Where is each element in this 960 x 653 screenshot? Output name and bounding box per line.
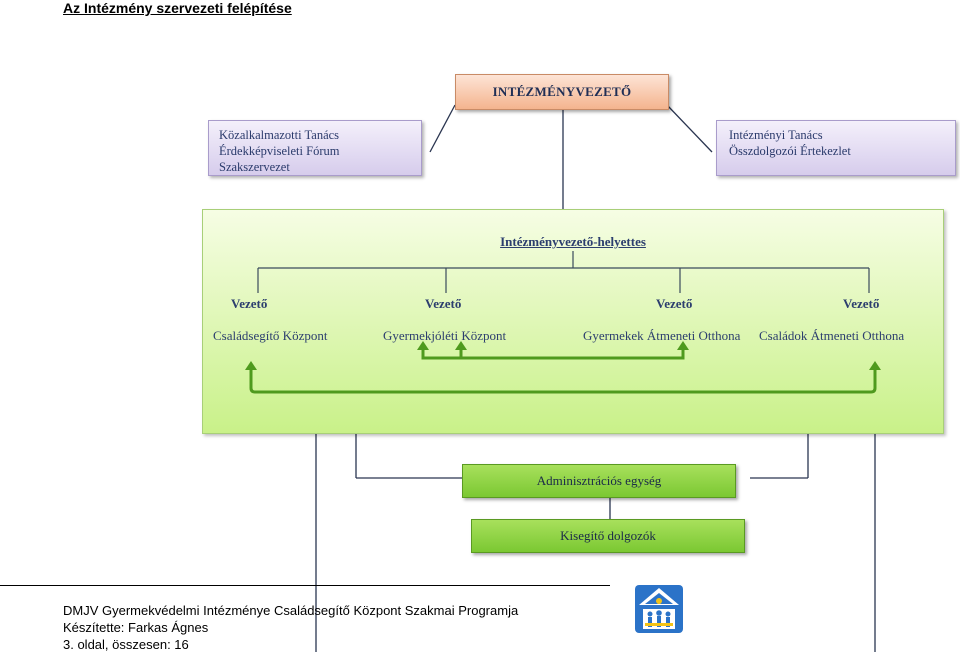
- unit-name-1: Családsegítő Központ: [213, 328, 328, 343]
- arrow-head-5: [677, 341, 689, 350]
- footer-author: Készítette: Farkas Ágnes: [63, 620, 209, 635]
- footer-block: DMJV Gyermekvédelmi Intézménye Családseg…: [63, 602, 518, 653]
- connector-director-right: [666, 104, 713, 153]
- cooperation-arrow-outer: [249, 366, 877, 394]
- auxiliary-staff-box: Kisegítő dolgozók: [471, 519, 745, 553]
- cooperation-arrow-inner: [421, 346, 685, 360]
- unit-name-4: Családok Átmeneti Otthona: [759, 328, 905, 343]
- left-box-line-3: Szakszervezet: [219, 160, 290, 174]
- arrow-head-1: [245, 361, 257, 370]
- unit-leader-3: Vezető: [656, 296, 693, 311]
- footer-page: 3. oldal, összesen: 16: [63, 637, 189, 652]
- institution-logo: [635, 585, 683, 633]
- arrow-head-3: [417, 341, 429, 350]
- arrow-head-4: [455, 341, 467, 350]
- admin-unit-box: Adminisztrációs egység: [462, 464, 736, 498]
- footer-program: DMJV Gyermekvédelmi Intézménye Családseg…: [63, 603, 519, 618]
- unit-leader-1: Vezető: [231, 296, 268, 311]
- unit-tree-lines: [245, 251, 881, 394]
- unit-leader-2: Vezető: [425, 296, 462, 311]
- units-panel: Intézményvezető-helyettes Vezető Vezető …: [202, 209, 944, 434]
- left-box-line-2: Érdekképviseleti Fórum: [219, 144, 340, 158]
- unit-name-2: Gyermekjóléti Központ: [383, 328, 507, 343]
- unit-name-3: Gyermekek Átmeneti Otthona: [583, 328, 741, 343]
- deputy-label: Intézményvezető-helyettes: [500, 234, 646, 249]
- footer-rule: [0, 585, 610, 586]
- institution-council-box: Intézményi Tanács Összdolgozói Értekezle…: [716, 120, 956, 176]
- director-label: INTÉZMÉNYVEZETŐ: [492, 84, 632, 99]
- admin-unit-label: Adminisztrációs egység: [536, 473, 662, 488]
- right-box-line-2: Összdolgozói Értekezlet: [729, 144, 851, 158]
- auxiliary-staff-label: Kisegítő dolgozók: [560, 528, 656, 543]
- page-heading: Az Intézmény szervezeti felépítése: [63, 0, 292, 16]
- arrow-head-2: [869, 361, 881, 370]
- left-box-line-1: Közalkalmazotti Tanács: [219, 128, 340, 142]
- right-box-line-1: Intézményi Tanács: [729, 128, 823, 142]
- connector-director-left: [429, 104, 456, 153]
- unit-leader-4: Vezető: [843, 296, 880, 311]
- director-box: INTÉZMÉNYVEZETŐ: [455, 74, 669, 110]
- employee-council-box: Közalkalmazotti Tanács Érdekképviseleti …: [208, 120, 422, 176]
